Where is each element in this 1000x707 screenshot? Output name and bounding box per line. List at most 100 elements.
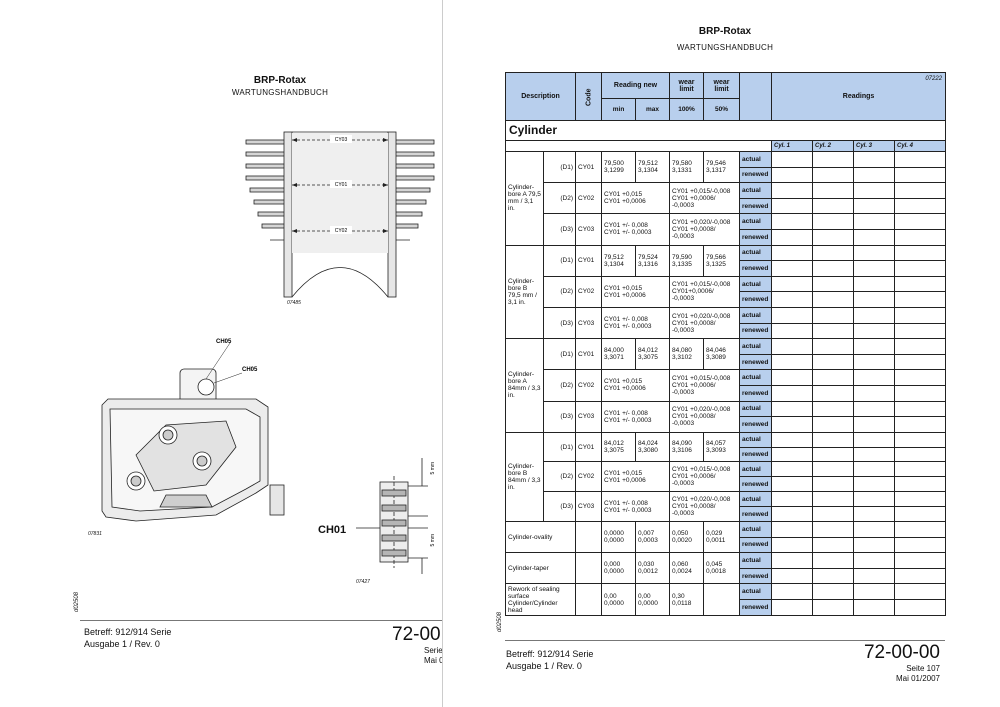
reading-input-cell[interactable] bbox=[812, 166, 855, 184]
reading-input-cell[interactable] bbox=[853, 567, 896, 585]
reading-input-cell[interactable] bbox=[812, 213, 855, 230]
reading-input-cell[interactable] bbox=[894, 400, 947, 418]
reading-input-cell[interactable] bbox=[853, 306, 896, 324]
reading-input-cell[interactable] bbox=[771, 506, 814, 523]
reading-input-cell[interactable] bbox=[894, 306, 947, 324]
reading-input-cell[interactable] bbox=[894, 369, 947, 386]
reading-input-cell[interactable] bbox=[812, 552, 855, 569]
reading-input-cell[interactable] bbox=[812, 228, 855, 246]
reading-input-cell[interactable] bbox=[812, 322, 855, 340]
reading-input-cell[interactable] bbox=[853, 369, 896, 386]
reading-input-cell[interactable] bbox=[812, 521, 855, 538]
reading-input-cell[interactable] bbox=[812, 151, 855, 168]
reading-input-cell[interactable] bbox=[853, 322, 896, 340]
reading-input-cell[interactable] bbox=[894, 338, 947, 355]
reading-input-cell[interactable] bbox=[853, 400, 896, 418]
reading-input-cell[interactable] bbox=[812, 446, 855, 463]
reading-input-cell[interactable] bbox=[853, 275, 896, 293]
reading-input-cell[interactable] bbox=[771, 306, 814, 324]
reading-input-cell[interactable] bbox=[894, 213, 947, 230]
reading-input-cell[interactable] bbox=[812, 536, 855, 554]
reading-input-cell[interactable] bbox=[894, 182, 947, 199]
reading-input-cell[interactable] bbox=[894, 384, 947, 402]
reading-input-cell[interactable] bbox=[894, 552, 947, 569]
reading-input-cell[interactable] bbox=[812, 291, 855, 308]
reading-input-cell[interactable] bbox=[812, 583, 855, 600]
reading-input-cell[interactable] bbox=[853, 599, 896, 616]
reading-input-cell[interactable] bbox=[771, 384, 814, 402]
reading-input-cell[interactable] bbox=[771, 213, 814, 230]
reading-input-cell[interactable] bbox=[894, 599, 947, 616]
reading-input-cell[interactable] bbox=[853, 182, 896, 199]
reading-input-cell[interactable] bbox=[853, 244, 896, 262]
reading-input-cell[interactable] bbox=[853, 431, 896, 448]
reading-input-cell[interactable] bbox=[853, 491, 896, 508]
reading-input-cell[interactable] bbox=[771, 322, 814, 340]
reading-input-cell[interactable] bbox=[771, 400, 814, 418]
reading-input-cell[interactable] bbox=[771, 197, 814, 215]
reading-input-cell[interactable] bbox=[853, 521, 896, 538]
reading-input-cell[interactable] bbox=[771, 536, 814, 554]
reading-input-cell[interactable] bbox=[771, 338, 814, 355]
reading-input-cell[interactable] bbox=[894, 322, 947, 340]
reading-input-cell[interactable] bbox=[894, 536, 947, 554]
reading-input-cell[interactable] bbox=[853, 353, 896, 371]
reading-input-cell[interactable] bbox=[771, 291, 814, 308]
reading-input-cell[interactable] bbox=[812, 306, 855, 324]
reading-input-cell[interactable] bbox=[853, 446, 896, 463]
reading-input-cell[interactable] bbox=[853, 552, 896, 569]
reading-input-cell[interactable] bbox=[812, 275, 855, 293]
reading-input-cell[interactable] bbox=[812, 506, 855, 523]
reading-input-cell[interactable] bbox=[853, 416, 896, 433]
reading-input-cell[interactable] bbox=[812, 461, 855, 478]
reading-input-cell[interactable] bbox=[771, 446, 814, 463]
reading-input-cell[interactable] bbox=[771, 599, 814, 616]
reading-input-cell[interactable] bbox=[853, 197, 896, 215]
reading-input-cell[interactable] bbox=[812, 260, 855, 277]
reading-input-cell[interactable] bbox=[894, 228, 947, 246]
reading-input-cell[interactable] bbox=[812, 476, 855, 493]
reading-input-cell[interactable] bbox=[894, 431, 947, 448]
reading-input-cell[interactable] bbox=[812, 353, 855, 371]
reading-input-cell[interactable] bbox=[853, 583, 896, 600]
reading-input-cell[interactable] bbox=[894, 461, 947, 478]
reading-input-cell[interactable] bbox=[812, 384, 855, 402]
reading-input-cell[interactable] bbox=[771, 583, 814, 600]
reading-input-cell[interactable] bbox=[894, 521, 947, 538]
reading-input-cell[interactable] bbox=[894, 197, 947, 215]
reading-input-cell[interactable] bbox=[771, 567, 814, 585]
reading-input-cell[interactable] bbox=[812, 400, 855, 418]
reading-input-cell[interactable] bbox=[853, 384, 896, 402]
reading-input-cell[interactable] bbox=[812, 491, 855, 508]
reading-input-cell[interactable] bbox=[771, 353, 814, 371]
reading-input-cell[interactable] bbox=[771, 228, 814, 246]
reading-input-cell[interactable] bbox=[894, 416, 947, 433]
reading-input-cell[interactable] bbox=[812, 338, 855, 355]
reading-input-cell[interactable] bbox=[771, 491, 814, 508]
reading-input-cell[interactable] bbox=[853, 338, 896, 355]
reading-input-cell[interactable] bbox=[853, 506, 896, 523]
reading-input-cell[interactable] bbox=[853, 536, 896, 554]
reading-input-cell[interactable] bbox=[853, 228, 896, 246]
reading-input-cell[interactable] bbox=[771, 416, 814, 433]
reading-input-cell[interactable] bbox=[771, 521, 814, 538]
reading-input-cell[interactable] bbox=[894, 583, 947, 600]
reading-input-cell[interactable] bbox=[812, 567, 855, 585]
reading-input-cell[interactable] bbox=[853, 461, 896, 478]
reading-input-cell[interactable] bbox=[853, 151, 896, 168]
reading-input-cell[interactable] bbox=[771, 260, 814, 277]
reading-input-cell[interactable] bbox=[894, 353, 947, 371]
reading-input-cell[interactable] bbox=[812, 369, 855, 386]
reading-input-cell[interactable] bbox=[894, 275, 947, 293]
reading-input-cell[interactable] bbox=[771, 275, 814, 293]
reading-input-cell[interactable] bbox=[894, 476, 947, 493]
reading-input-cell[interactable] bbox=[894, 244, 947, 262]
reading-input-cell[interactable] bbox=[894, 260, 947, 277]
reading-input-cell[interactable] bbox=[771, 166, 814, 184]
reading-input-cell[interactable] bbox=[894, 506, 947, 523]
reading-input-cell[interactable] bbox=[771, 244, 814, 262]
reading-input-cell[interactable] bbox=[894, 166, 947, 184]
reading-input-cell[interactable] bbox=[771, 461, 814, 478]
reading-input-cell[interactable] bbox=[812, 197, 855, 215]
reading-input-cell[interactable] bbox=[812, 599, 855, 616]
